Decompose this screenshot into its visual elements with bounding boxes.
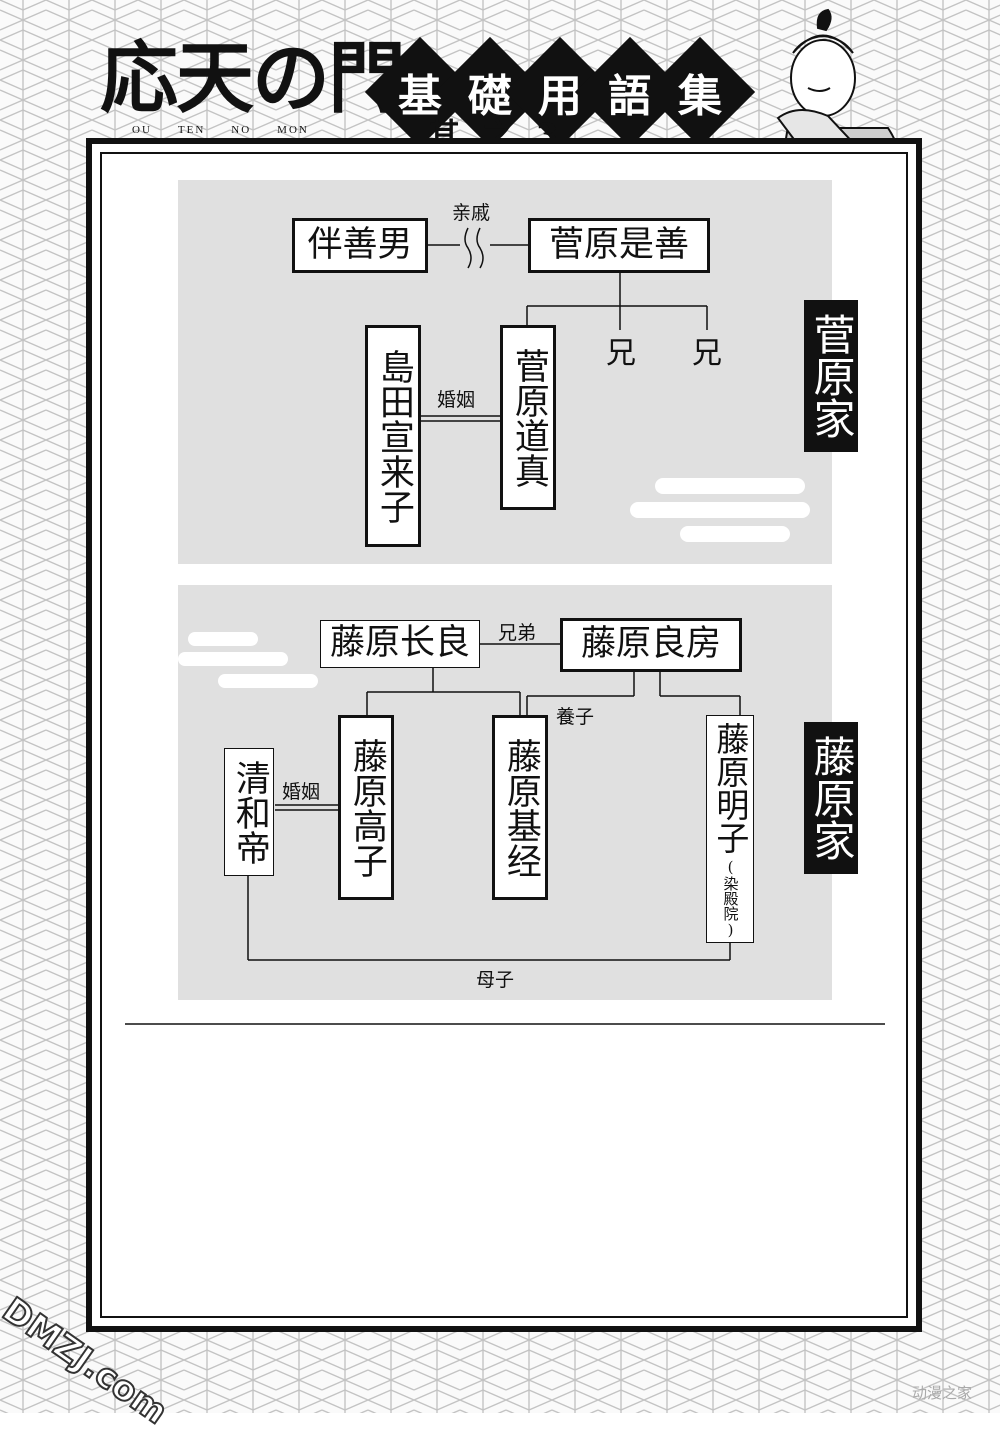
cloud-decoration bbox=[178, 632, 318, 688]
romaji-no: NO bbox=[231, 124, 252, 136]
person-seiwa-tei: 清和帝 bbox=[224, 748, 274, 876]
person-fujiwara-nagara: 藤原长良 bbox=[320, 620, 480, 668]
person-fujiwara-akirakeiko: 藤原明子 (染殿院) bbox=[706, 715, 754, 943]
cloud-decoration bbox=[630, 478, 810, 542]
family-label-sugawara: 菅原家 bbox=[804, 300, 858, 452]
content-frame-inner bbox=[100, 152, 908, 1318]
relation-brothers: 兄弟 bbox=[498, 622, 537, 644]
person-sugawara-koreyoshi: 菅原是善 bbox=[528, 218, 710, 273]
person-fujiwara-mototsune: 藤原基经 bbox=[492, 715, 548, 900]
relation-marriage-fujiwara: 婚姻 bbox=[282, 781, 321, 803]
person-fujiwara-yoshifusa: 藤原良房 bbox=[560, 618, 742, 672]
badge-char: 基 bbox=[398, 71, 442, 122]
subtitle-badges: 基 礎 用 語 集 bbox=[364, 36, 770, 148]
relation-marriage: 婚姻 bbox=[437, 389, 476, 411]
person-ban-yoshio: 伴善男 bbox=[292, 218, 428, 273]
badge-char: 用 bbox=[538, 71, 582, 122]
person-elder-brother-2: 兄 bbox=[692, 336, 722, 371]
relation-relatives: 亲戚 bbox=[452, 202, 491, 224]
person-elder-brother-1: 兄 bbox=[606, 336, 636, 371]
person-sugawara-michizane: 菅原道真 bbox=[500, 325, 556, 510]
person-shimada-nobuko: 島田宣来子 bbox=[365, 325, 421, 547]
relation-adopted: 養子 bbox=[556, 706, 595, 728]
romaji-ou: OU bbox=[132, 124, 152, 136]
badge-char: 礎 bbox=[468, 71, 512, 122]
romaji-mon: MON bbox=[277, 124, 309, 136]
watermark-right: 动漫之家 bbox=[912, 1384, 973, 1402]
akirakeiko-name: 藤原明子 bbox=[710, 722, 750, 854]
title-romaji: OU TEN NO MON bbox=[132, 124, 335, 136]
family-label-fujiwara: 藤原家 bbox=[804, 722, 858, 874]
akirakeiko-title: (染殿院) bbox=[721, 858, 740, 939]
relation-mother-child: 母子 bbox=[476, 969, 515, 991]
person-fujiwara-takaiko: 藤原高子 bbox=[338, 715, 394, 900]
romaji-ten: TEN bbox=[177, 124, 206, 136]
badge-char: 集 bbox=[678, 71, 722, 122]
page-title: 応天の門 bbox=[100, 33, 406, 124]
badge-char: 語 bbox=[608, 71, 652, 122]
